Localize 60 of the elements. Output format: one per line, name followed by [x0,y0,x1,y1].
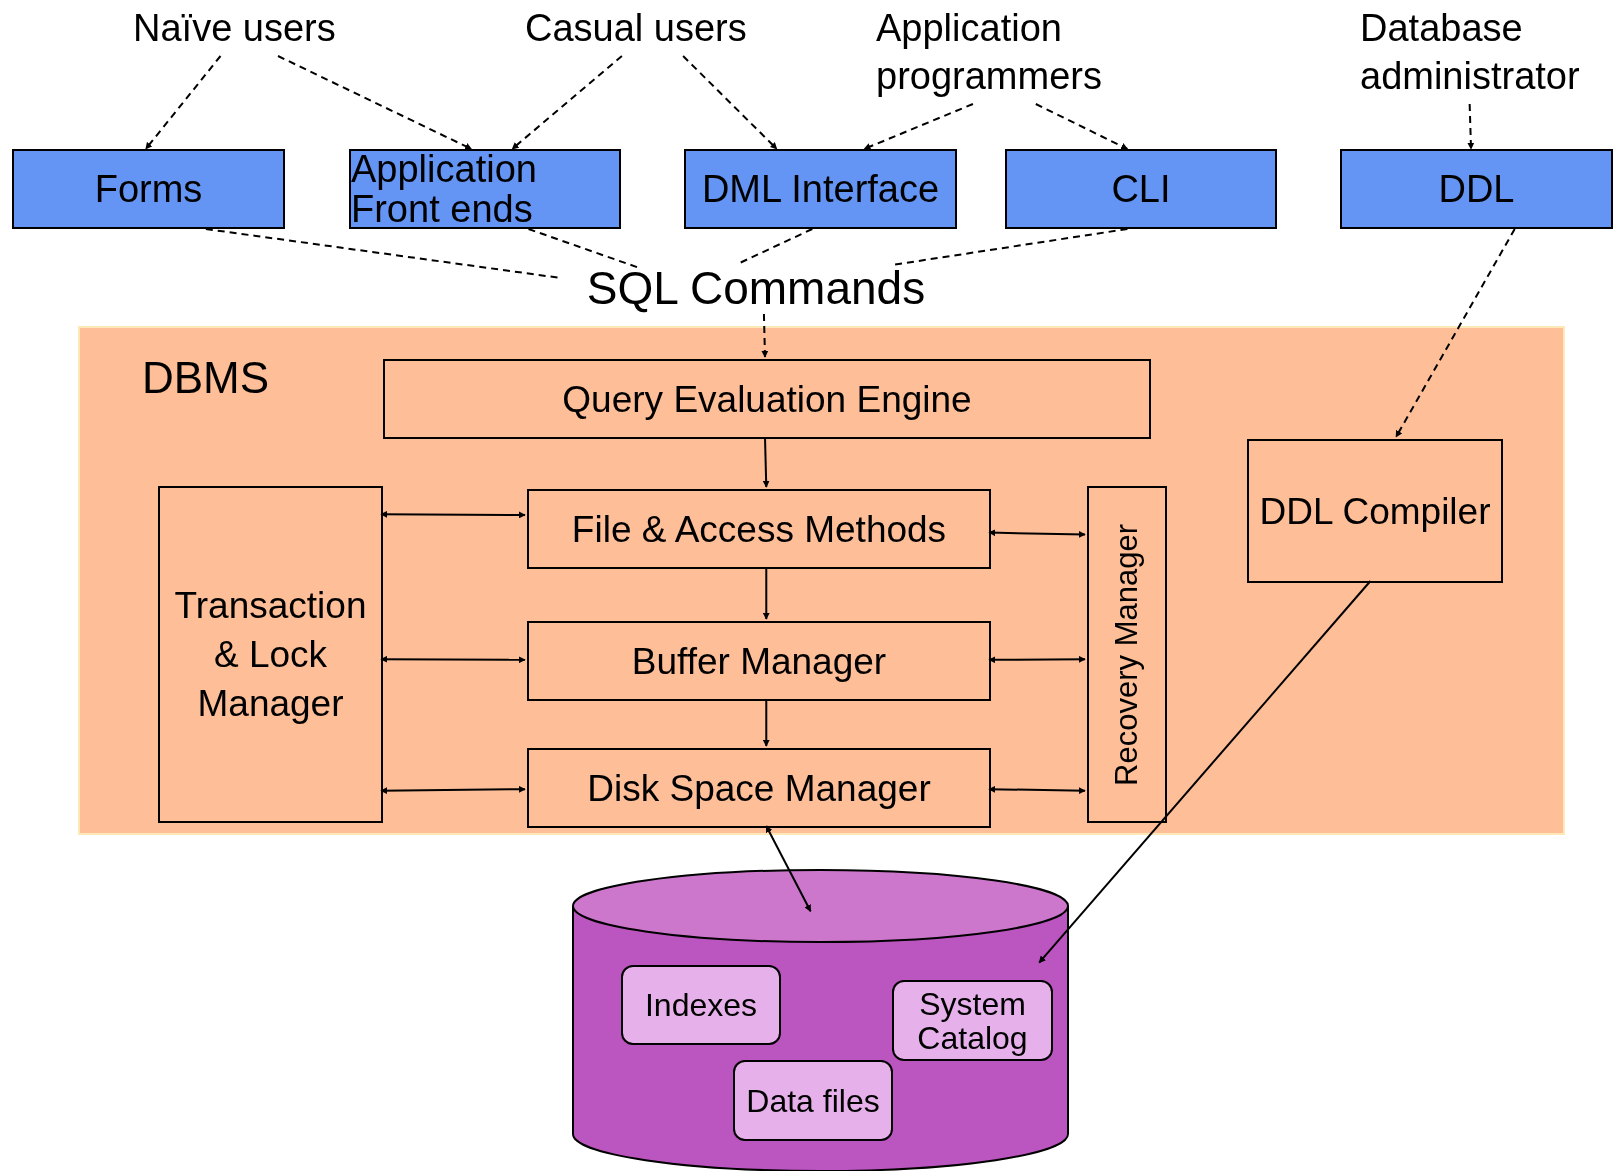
box-label: Forms [94,169,203,209]
arrow [762,698,770,747]
component-box [1247,439,1503,583]
storage-box [892,980,1053,1061]
box-label: System Catalog [916,986,1029,1055]
arrow [761,313,769,358]
user-role-label: Database administrator [1360,4,1615,104]
interface-box [684,149,957,229]
user-role-label: Casual users [525,4,780,56]
user-role-label: Application programmers [876,4,1138,104]
connector-line [893,228,1129,266]
component-box [1087,486,1167,823]
box-label: File & Access Methods [571,507,947,552]
user-role-label: Naïve users [133,4,383,56]
box-label: Recovery Manager [1107,523,1145,786]
box-label: Application Front ends [351,149,538,229]
arrow [863,103,974,150]
box-label: Transaction & Lock Manager [173,584,368,726]
sql-commands-label: SQL Commands [558,262,954,314]
connector-line [527,228,639,269]
arrow [380,655,526,664]
arrow [144,55,222,150]
interface-box [12,149,285,229]
dbms-panel [78,326,1565,835]
component-box [527,489,991,569]
arrow [762,436,770,488]
interface-box [1005,149,1277,229]
arrow [511,55,623,150]
box-label: Indexes [644,988,758,1022]
arrow [1395,228,1516,438]
arrow [1034,103,1129,150]
connector-line [204,228,559,279]
component-box [527,621,991,701]
panel-title: DBMS [142,352,270,404]
interface-box [349,149,621,229]
arrow [1467,103,1475,150]
arrow [1038,580,1372,964]
arrow [988,529,1086,538]
interface-box [1340,149,1613,229]
storage-box [733,1060,893,1141]
box-label: DDL [1438,169,1515,209]
arrow [380,785,526,795]
box-label: CLI [1111,169,1171,209]
box-label: Buffer Manager [631,639,887,684]
arrow [988,655,1086,664]
box-label: Data files [746,1083,880,1118]
arrow [762,566,770,620]
box-label: DML Interface [701,169,940,209]
arrow [682,55,778,150]
arrow [988,785,1086,795]
component-box [158,486,383,823]
storage-box [621,965,781,1045]
component-box [527,748,991,828]
arrow [380,510,526,519]
arrow [277,55,473,150]
box-label: DDL Compiler [1259,489,1491,534]
box-label: Query Evaluation Engine [562,377,972,422]
component-box [383,359,1151,439]
box-label: Disk Space Manager [587,766,931,811]
arrow [765,825,812,913]
